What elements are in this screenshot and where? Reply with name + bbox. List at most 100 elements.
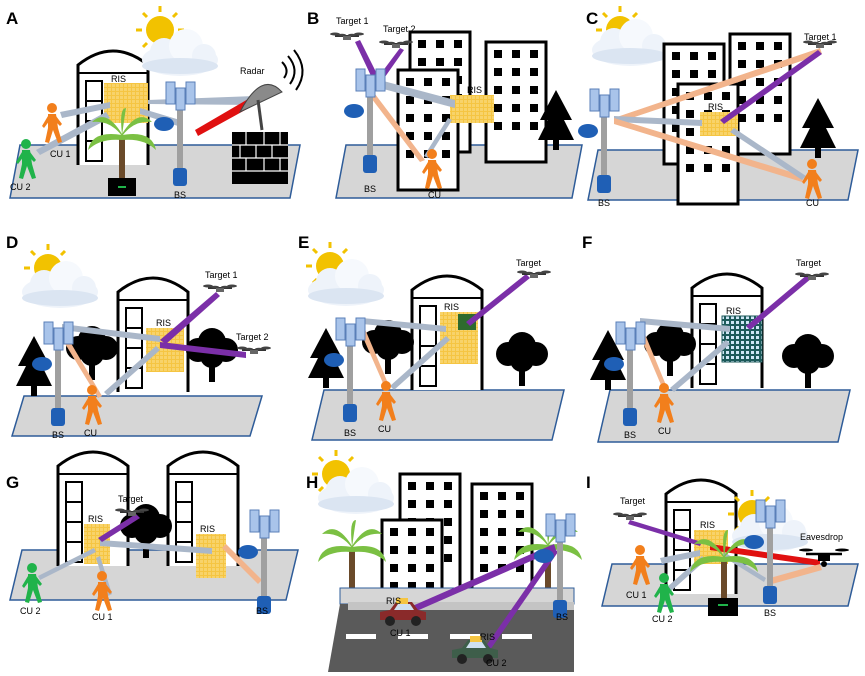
bs-label: BS <box>52 430 64 440</box>
target1-label: Target 1 <box>205 270 238 280</box>
target-label: Target <box>118 494 144 504</box>
ris-label: RIS <box>700 520 715 530</box>
drone-icon <box>378 39 414 49</box>
beam-eavesdrop <box>710 544 820 566</box>
ris-panel-icon <box>104 83 148 123</box>
beam-cu2 <box>36 112 110 155</box>
bs-label: BS <box>256 606 268 616</box>
panel-letter-c: C <box>586 9 598 28</box>
building-icon <box>484 40 548 164</box>
drone-icon <box>516 269 552 279</box>
beam-bs-target <box>614 48 822 124</box>
panel-g: G RIS RIS Target BS CU 2 CU 1 <box>6 450 299 622</box>
beam-bs-ris <box>614 116 702 126</box>
ris2-label: RIS <box>480 632 495 642</box>
panel-a: A RIS Radar <box>6 4 304 200</box>
panel-letter-d: D <box>6 233 18 252</box>
cu1-label: CU 1 <box>626 590 647 600</box>
target-label: Target <box>516 258 542 268</box>
planter <box>708 598 738 616</box>
beam-cu2 <box>38 548 96 580</box>
panel-letter-e: E <box>298 233 309 252</box>
ris-label: RIS <box>156 318 171 328</box>
tree-icon <box>496 332 548 386</box>
bs-label: BS <box>364 184 376 194</box>
beam-bs-car1 <box>394 544 556 620</box>
ground-d <box>10 395 264 437</box>
panel-letter-f: F <box>582 233 592 252</box>
beam-ris-cu <box>104 346 160 396</box>
target2-label: Target 2 <box>236 332 269 342</box>
ris1-label: RIS <box>386 596 401 606</box>
beam-bs-car2 <box>486 548 558 650</box>
radar-label: Radar <box>240 66 265 76</box>
drone-icon <box>329 31 365 41</box>
beam-bs-ris <box>62 324 160 342</box>
ris-label: RIS <box>444 302 459 312</box>
beam-bs-ris <box>640 318 730 332</box>
cu-label: CU <box>428 190 441 200</box>
panel-letter-h: H <box>306 473 318 492</box>
beam-target <box>466 274 530 326</box>
cu2-label: CU 2 <box>486 658 507 668</box>
beam-ris-target <box>720 50 822 124</box>
beam-cu1 <box>660 550 700 564</box>
target-label: Target <box>796 258 822 268</box>
bs-label: BS <box>344 428 356 438</box>
beam-bs-eve <box>770 564 822 584</box>
drone-icon <box>794 271 830 281</box>
target-label: Target <box>620 496 646 506</box>
panel-h: H RIS CU 1 RIS CU 2 BS <box>306 448 582 672</box>
cu-label: CU <box>84 428 97 438</box>
cu-label: CU <box>658 426 671 436</box>
ris1-label: RIS <box>88 514 103 524</box>
bs-label: BS <box>624 430 636 440</box>
cu1-label: CU 1 <box>50 149 71 159</box>
cu1-label: CU 1 <box>390 628 411 638</box>
cloud-icon <box>592 19 668 66</box>
panel-letter-i: I <box>586 473 591 492</box>
panel-i: I RIS Target Eavesdrop BS CU 1 CU 2 <box>586 473 859 624</box>
tree-icon <box>644 322 696 376</box>
beam-target1 <box>355 40 378 78</box>
tree-icon <box>782 334 834 388</box>
ris-label: RIS <box>726 306 741 316</box>
beam-cu1 <box>60 102 110 118</box>
wave-icon <box>287 55 296 85</box>
beam-target <box>98 514 140 542</box>
tree-icon <box>800 98 836 158</box>
ris-label: RIS <box>467 85 482 95</box>
building-icon <box>470 482 534 606</box>
cloud-icon <box>22 261 98 308</box>
beam-ris-bs <box>222 544 262 584</box>
beam-ris-cu <box>424 118 452 158</box>
wave-icon <box>281 61 288 79</box>
beam-bs-cu <box>368 90 425 162</box>
bs-label: BS <box>174 190 186 200</box>
beam-bs-cu <box>614 118 804 182</box>
panel-d: D RIS Target 1 Target 2 BS CU <box>6 233 272 440</box>
panel-b: B RIS Target 1 Target 2 BS CU <box>307 9 583 200</box>
ground-e <box>311 389 565 441</box>
panel-e: E RIS Target BS CU <box>298 233 565 441</box>
car-ris-1 <box>396 598 408 604</box>
beam-ris-ris <box>100 540 212 554</box>
cu2-label: CU 2 <box>20 606 41 616</box>
ris-panel-icon <box>450 95 494 123</box>
beam-ris-cu <box>670 340 730 392</box>
bs-label: BS <box>764 608 776 618</box>
panel-f: F RIS Target BS CU <box>582 233 851 443</box>
bs-label: BS <box>556 612 568 622</box>
beam-radar <box>195 95 258 136</box>
cu2-label: CU 2 <box>10 182 31 192</box>
cu-label: CU <box>378 424 391 434</box>
eavesdrop-label: Eavesdrop <box>800 532 843 542</box>
cu2-label: CU 2 <box>652 614 673 624</box>
beam-target1 <box>160 292 220 344</box>
cu-label: CU <box>806 198 819 208</box>
beam-target <box>746 274 812 330</box>
drone-icon <box>612 511 648 521</box>
bs-label: BS <box>598 198 610 208</box>
